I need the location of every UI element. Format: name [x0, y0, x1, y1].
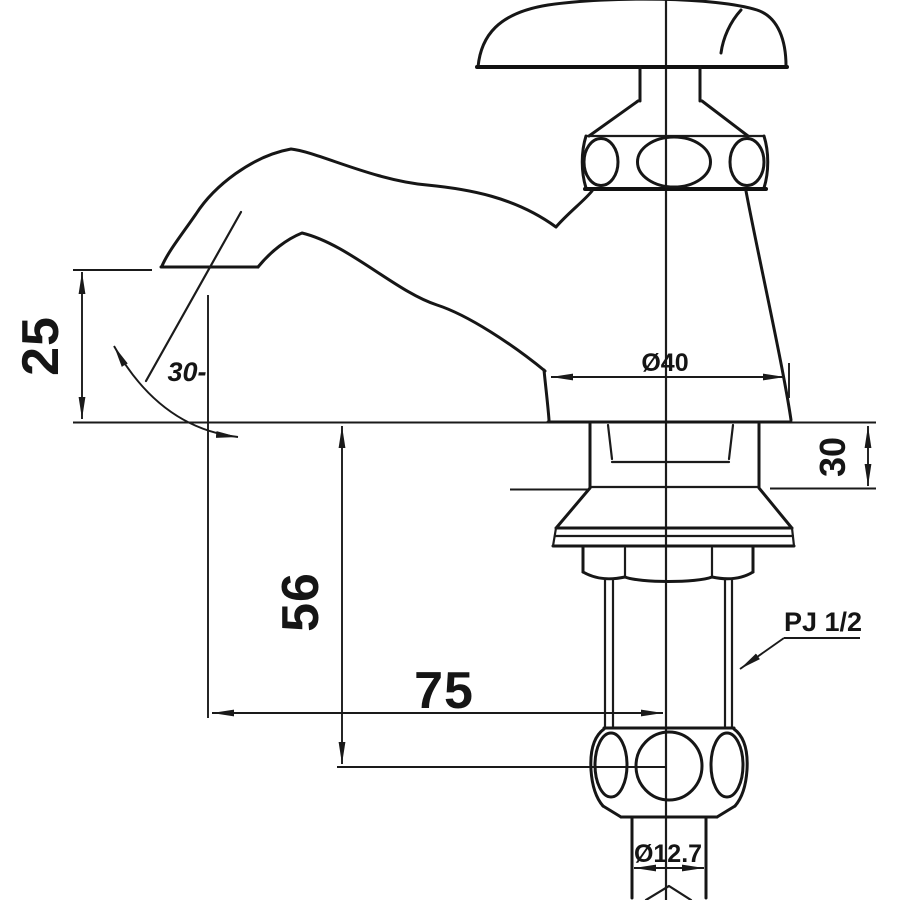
plate-left-edge: [551, 526, 558, 548]
escutcheon-group: [551, 485, 796, 548]
union-facet-right: [709, 731, 745, 799]
dimension-annotations: 25 30- Ø40 30 56 75: [12, 269, 876, 872]
dim-75-label: 75: [414, 662, 474, 720]
spout-group: [144, 147, 594, 383]
spout-lower-line: [256, 231, 547, 373]
dimension-dia40-group: Ø40: [551, 349, 790, 398]
dimension-56-group: 56: [272, 426, 667, 768]
dimension-dia127-group: Ø12.7: [634, 840, 704, 872]
faucet-outline: [144, 0, 796, 900]
plate-right-edge: [790, 526, 796, 548]
dimension-thread-group: PJ 1/2: [739, 607, 862, 670]
dimension-angle-group: 30-: [113, 295, 239, 718]
body-left-edge: [542, 368, 551, 422]
spout-upper-line: [160, 147, 594, 268]
dim-angle-label: 30-: [167, 357, 206, 387]
thread-leader-line: [739, 637, 785, 670]
handle-dome-line: [476, 0, 788, 69]
bonnet-band-left-edge: [580, 134, 588, 190]
dim-dia40-label: Ø40: [641, 349, 688, 377]
handle-group: [475, 0, 789, 103]
dim-56-label: 56: [272, 572, 330, 632]
locknut-group: [581, 545, 755, 583]
body-group: [542, 189, 793, 424]
bonnet-slant-left: [587, 99, 640, 138]
neck-inner-right: [727, 423, 735, 461]
bonnet-facet-right: [728, 137, 766, 187]
thread-spec-label: PJ 1/2: [784, 607, 862, 637]
supply-tube-group: [630, 815, 708, 900]
dimension-25-group: 25: [12, 269, 152, 419]
bonnet-band-right-edge: [762, 134, 770, 190]
escutcheon-slant-left: [555, 486, 592, 529]
bonnet-group: [580, 99, 770, 191]
spout-outlet-face-line: [144, 210, 243, 383]
neck-inner-left: [606, 423, 614, 461]
bonnet-slant-right: [700, 99, 750, 138]
bonnet-facet-left: [582, 137, 620, 187]
handle-accent-arc: [719, 8, 743, 55]
neck-group: [588, 422, 761, 489]
union-nut-group: [589, 726, 749, 819]
dim-dia127-label: Ø12.7: [634, 840, 702, 868]
dimension-75-group: 75: [212, 662, 663, 720]
body-right-edge: [744, 189, 793, 422]
bonnet-facet-center: [636, 135, 712, 189]
thread-shank-group: [603, 578, 734, 729]
union-bottom-slant-left: [601, 804, 623, 819]
dim-25-label: 25: [12, 316, 70, 376]
tube-break-chevron: [644, 884, 693, 900]
union-right-edge: [732, 727, 749, 808]
escutcheon-slant-right: [757, 486, 793, 529]
union-left-edge: [589, 727, 606, 808]
union-facet-center: [634, 730, 704, 802]
union-facet-left: [593, 731, 629, 799]
dimension-30-group: 30: [510, 426, 876, 491]
dim-30-label: 30: [812, 437, 853, 477]
dim-angle-arc: [113, 345, 239, 438]
union-bottom-slant-right: [715, 804, 737, 819]
locknut-bottom-edge: [581, 570, 755, 583]
